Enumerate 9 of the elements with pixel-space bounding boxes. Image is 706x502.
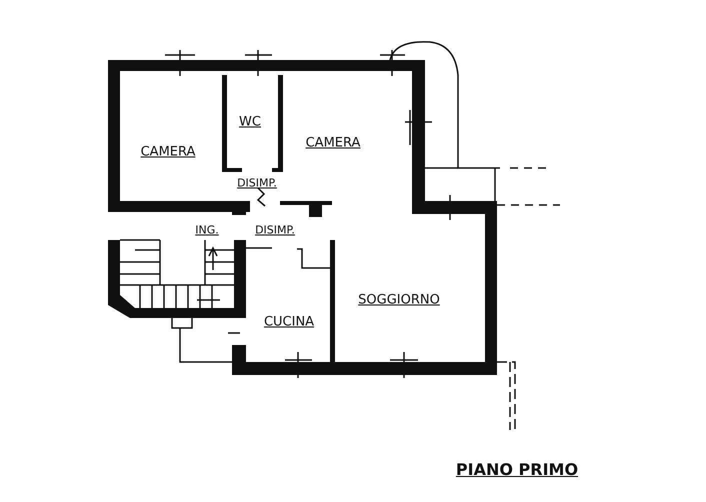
room-label: CAMERA (306, 136, 360, 150)
room-label: CUCINA (264, 316, 314, 328)
room-label: DISIMP. (237, 178, 277, 188)
plan-title: PIANO PRIMO (456, 462, 578, 478)
room-label: ING. (195, 224, 219, 236)
room-label: WC (239, 116, 261, 128)
room-label: SOGGIORNO (358, 294, 440, 306)
room-label: DISIMP. (255, 224, 295, 236)
room-label: CAMERA (140, 146, 196, 158)
